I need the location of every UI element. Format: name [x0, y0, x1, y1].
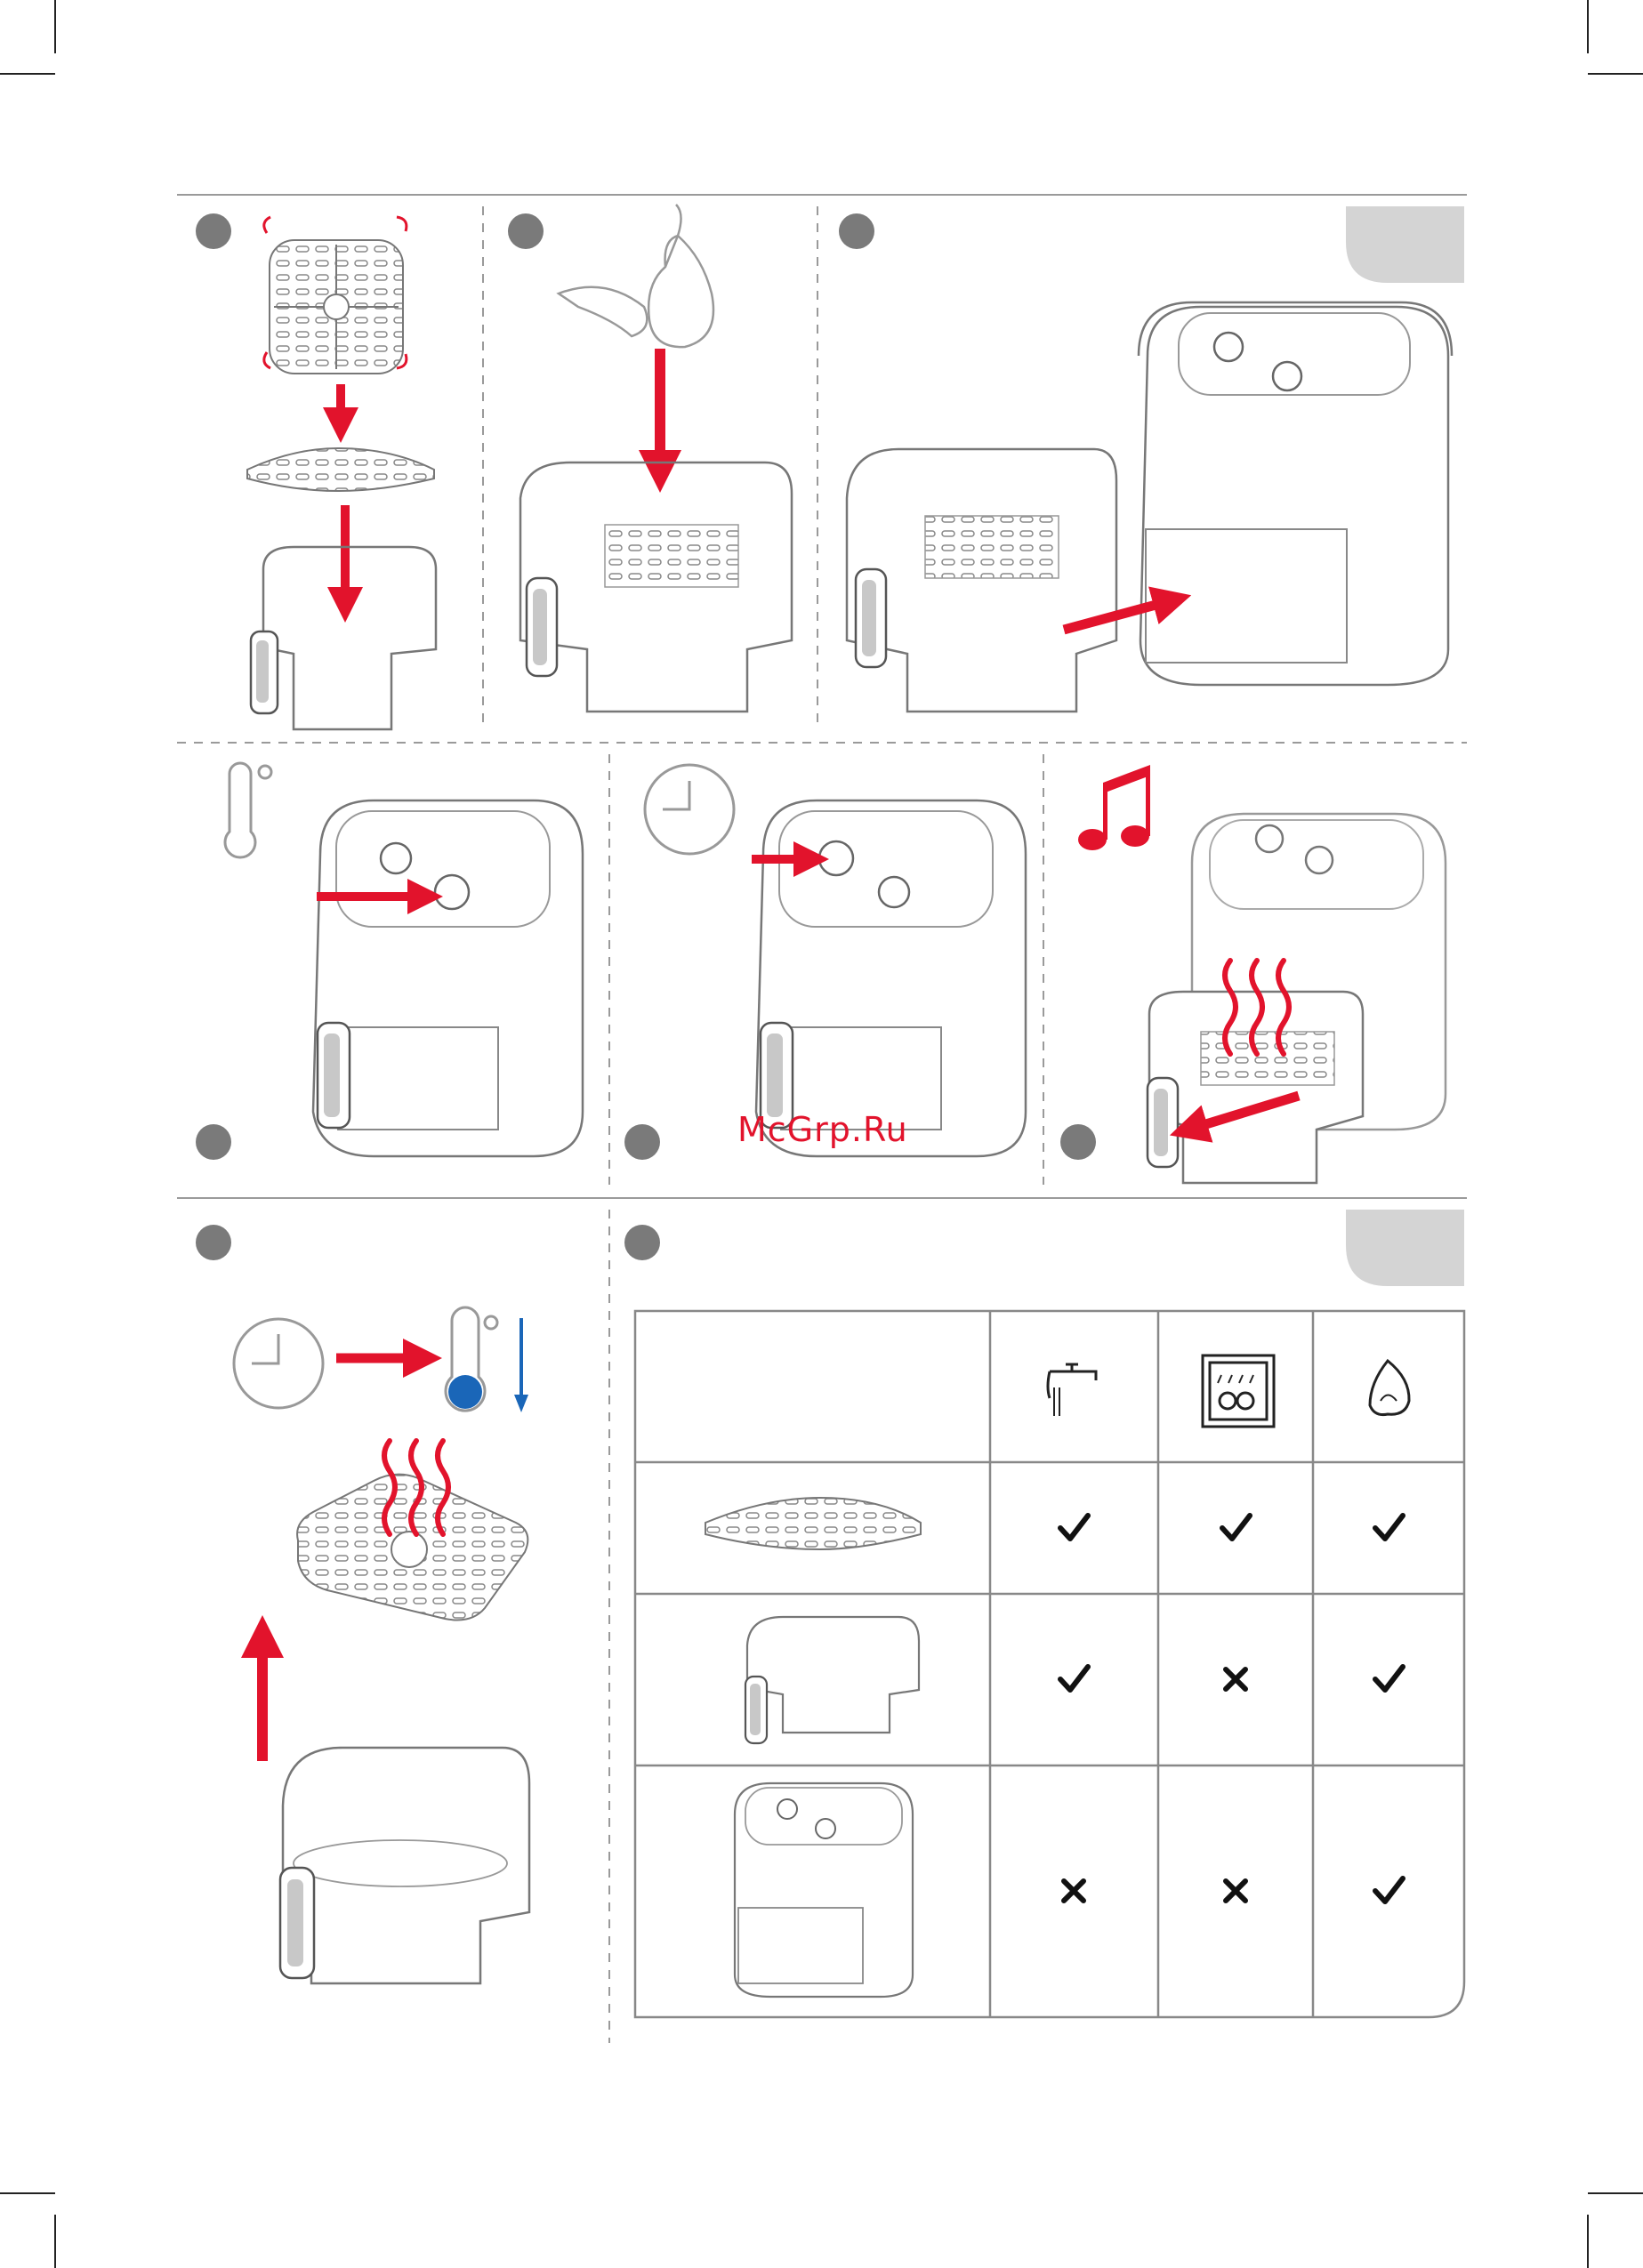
- thermometer-icon: [225, 763, 271, 857]
- cross-mark-icon: [1064, 1881, 1083, 1901]
- tongs-icon: [559, 287, 647, 336]
- temperature-knob: [435, 875, 469, 909]
- temperature-knob: [879, 877, 909, 907]
- clock-icon: [234, 1319, 323, 1408]
- down-arrow-icon: [514, 1318, 528, 1412]
- basket-outline: [283, 1748, 529, 1983]
- cleaning-table-marks: [1060, 1516, 1403, 1902]
- pear-icon: [648, 205, 713, 347]
- step-badge-3: [839, 213, 874, 249]
- step-badge-2: [508, 213, 544, 249]
- step-badge-6: [1060, 1124, 1096, 1160]
- panel-set-temperature: [225, 763, 583, 1156]
- insert-arrow: [1064, 600, 1172, 630]
- section-tab: [1346, 1210, 1464, 1286]
- main-unit-thumbnail: [735, 1783, 913, 1997]
- dishwasher-icon: [1203, 1355, 1274, 1427]
- panel-set-timer: [645, 765, 1026, 1156]
- temperature-knob: [1306, 847, 1333, 873]
- panel-add-food: [520, 205, 792, 712]
- check-mark-icon: [1375, 1878, 1403, 1902]
- timer-knob: [1256, 825, 1283, 852]
- sponge-icon: [1370, 1361, 1409, 1415]
- timer-knob: [1273, 362, 1301, 390]
- timer-knob: [381, 843, 411, 873]
- check-mark-icon: [1375, 1516, 1403, 1539]
- step-badge-7: [196, 1225, 231, 1260]
- panel-cool-down: [234, 1307, 529, 1983]
- watermark-text: McGrp.Ru: [737, 1110, 908, 1149]
- cross-mark-icon: [1226, 1669, 1245, 1689]
- basket-outline: [847, 449, 1116, 712]
- thermometer-icon: [446, 1307, 497, 1411]
- temperature-knob: [1214, 333, 1243, 361]
- cleaning-table-frame: [635, 1311, 1464, 2017]
- basket-thumbnail: [745, 1617, 919, 1743]
- check-mark-icon: [1060, 1516, 1088, 1539]
- clock-icon: [645, 765, 734, 854]
- step-badge-8: [624, 1225, 660, 1260]
- tap-water-icon: [1048, 1364, 1096, 1416]
- panel-assemble-grill: [247, 217, 436, 729]
- check-mark-icon: [1060, 1667, 1088, 1690]
- step-badge-1: [196, 213, 231, 249]
- step-badge-4: [196, 1124, 231, 1160]
- panel-end-signal: [1078, 765, 1446, 1183]
- check-mark-icon: [1222, 1516, 1250, 1539]
- panel-insert-basket: [847, 302, 1452, 712]
- step-badge-5: [624, 1124, 660, 1160]
- panel-cleaning: [635, 1311, 1464, 2017]
- timer-knob: [819, 841, 853, 875]
- air-fryer-body: [756, 800, 1026, 1156]
- cross-mark-icon: [1226, 1881, 1245, 1901]
- check-mark-icon: [1375, 1667, 1403, 1690]
- grill-plate-side: [247, 448, 434, 491]
- music-note-icon: [1078, 765, 1150, 850]
- grill-plate-side: [705, 1498, 921, 1549]
- air-fryer-body: [313, 800, 583, 1156]
- section-tab: [1346, 206, 1464, 283]
